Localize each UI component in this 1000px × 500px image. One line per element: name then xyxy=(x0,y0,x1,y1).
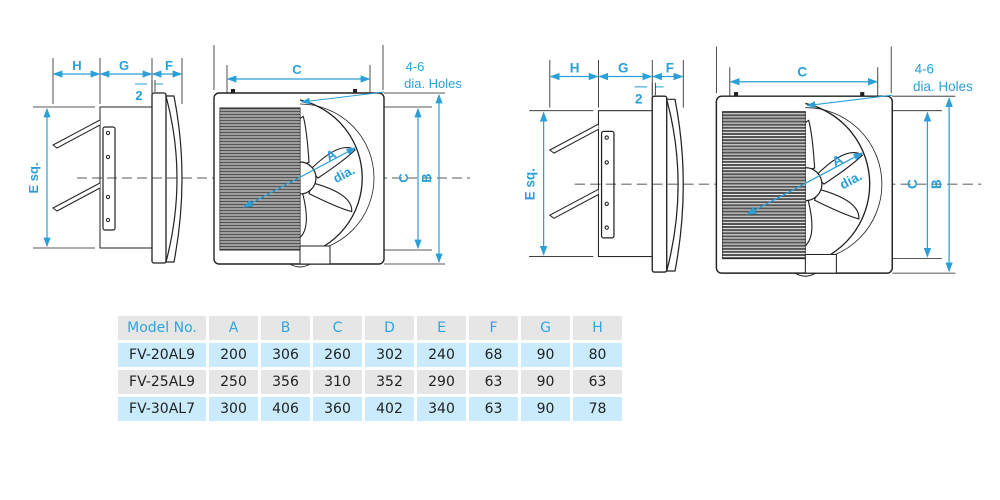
model-cell: FV-30AL7 xyxy=(118,397,206,421)
fan-ring xyxy=(299,99,363,257)
label-c-horizontal: C xyxy=(797,65,807,80)
mounting-tab xyxy=(353,89,357,93)
table-cell: 90 xyxy=(521,397,570,421)
screw-hole xyxy=(105,217,111,223)
label-holes-count: 4-6 xyxy=(915,61,934,76)
spec-table: Model No. A B C D E F G H FV-20AL9 200 3… xyxy=(115,313,625,424)
table-cell: 406 xyxy=(261,397,310,421)
label-g: G xyxy=(618,60,628,75)
header-cell: Model No. xyxy=(118,316,206,340)
label-holes-count: 4-6 xyxy=(406,59,425,74)
mounting-tab xyxy=(733,92,739,97)
screw-hole xyxy=(105,130,111,136)
table-cell: 63 xyxy=(573,370,622,394)
label-e-sq: E sq. xyxy=(26,162,41,193)
table-cell: 200 xyxy=(209,343,258,367)
shutter-slat xyxy=(52,119,101,149)
table-cell: 78 xyxy=(573,397,622,421)
header-cell: C xyxy=(313,316,362,340)
header-cell: G xyxy=(521,316,570,340)
fan-ring-inner xyxy=(805,107,883,262)
pull-cord-housing xyxy=(804,253,837,274)
table-cell: 63 xyxy=(469,370,518,394)
label-h: H xyxy=(72,58,81,73)
label-f: F xyxy=(165,58,173,73)
holes-leader xyxy=(806,94,893,108)
model-cell: FV-25AL9 xyxy=(118,370,206,394)
table-cell: 402 xyxy=(365,397,414,421)
table-cell: 360 xyxy=(313,397,362,421)
label-h: H xyxy=(570,60,580,75)
bottom-knob xyxy=(289,263,311,268)
fan-ring-inner xyxy=(299,103,375,253)
table-row: FV-30AL7 300 406 360 402 340 63 90 78 xyxy=(118,397,622,421)
screw-hole xyxy=(105,194,111,200)
label-e-sq: E sq. xyxy=(522,168,537,200)
header-cell: A xyxy=(209,316,258,340)
table-cell: 80 xyxy=(573,343,622,367)
screw-hole xyxy=(105,154,111,160)
label-g: G xyxy=(119,58,129,73)
holes-leader xyxy=(300,91,385,105)
screw-hole xyxy=(604,160,609,165)
table-row: FV-20AL9 200 306 260 302 240 68 90 80 xyxy=(118,343,622,367)
mounting-bracket xyxy=(102,126,116,231)
table-cell: 340 xyxy=(417,397,466,421)
table-cell: 310 xyxy=(313,370,362,394)
shutter-slat xyxy=(548,188,599,219)
table-cell: 260 xyxy=(313,343,362,367)
table-cell: 356 xyxy=(261,370,310,394)
label-holes: dia. Holes xyxy=(404,76,462,91)
table-cell: 250 xyxy=(209,370,258,394)
label-holes: dia. Holes xyxy=(913,79,973,94)
header-cell: B xyxy=(261,316,310,340)
screw-hole xyxy=(604,225,609,230)
table-cell: 90 xyxy=(521,370,570,394)
table-row: FV-25AL9 250 356 310 352 290 63 90 63 xyxy=(118,370,622,394)
header-cell: F xyxy=(469,316,518,340)
pull-cord-housing xyxy=(299,245,331,265)
label-c-horizontal: C xyxy=(292,62,302,77)
mounting-tab xyxy=(860,92,865,97)
label-c-vertical: C xyxy=(396,173,411,183)
bottom-knob xyxy=(794,272,816,277)
shutter-slat xyxy=(548,123,599,154)
table-cell: 352 xyxy=(365,370,414,394)
header-cell: E xyxy=(417,316,466,340)
table-cell: 290 xyxy=(417,370,466,394)
model-cell: FV-20AL9 xyxy=(118,343,206,367)
fan-ring xyxy=(805,102,871,266)
label-b: B xyxy=(929,179,944,189)
label-b: B xyxy=(419,173,434,182)
table-header-row: Model No. A B C D E F G H xyxy=(118,316,622,340)
label-f: F xyxy=(666,60,674,75)
table-cell: 300 xyxy=(209,397,258,421)
shutter-slat xyxy=(52,182,101,212)
table-cell: 306 xyxy=(261,343,310,367)
label-2: 2 xyxy=(135,88,142,103)
table-cell: 63 xyxy=(469,397,518,421)
label-2: 2 xyxy=(635,91,642,106)
screw-hole xyxy=(604,135,609,140)
table-cell: 302 xyxy=(365,343,414,367)
dimension-a xyxy=(242,147,357,208)
table-cell: 68 xyxy=(469,343,518,367)
table-cell: 240 xyxy=(417,343,466,367)
label-c-vertical: C xyxy=(905,179,920,189)
mounting-tab xyxy=(231,89,235,93)
grille-side xyxy=(165,95,183,263)
dimension-a xyxy=(746,152,864,215)
screw-hole xyxy=(604,201,609,206)
table-cell: 90 xyxy=(521,343,570,367)
grille-side xyxy=(665,98,684,272)
header-cell: H xyxy=(573,316,622,340)
mounting-bracket xyxy=(600,130,615,239)
header-cell: D xyxy=(365,316,414,340)
